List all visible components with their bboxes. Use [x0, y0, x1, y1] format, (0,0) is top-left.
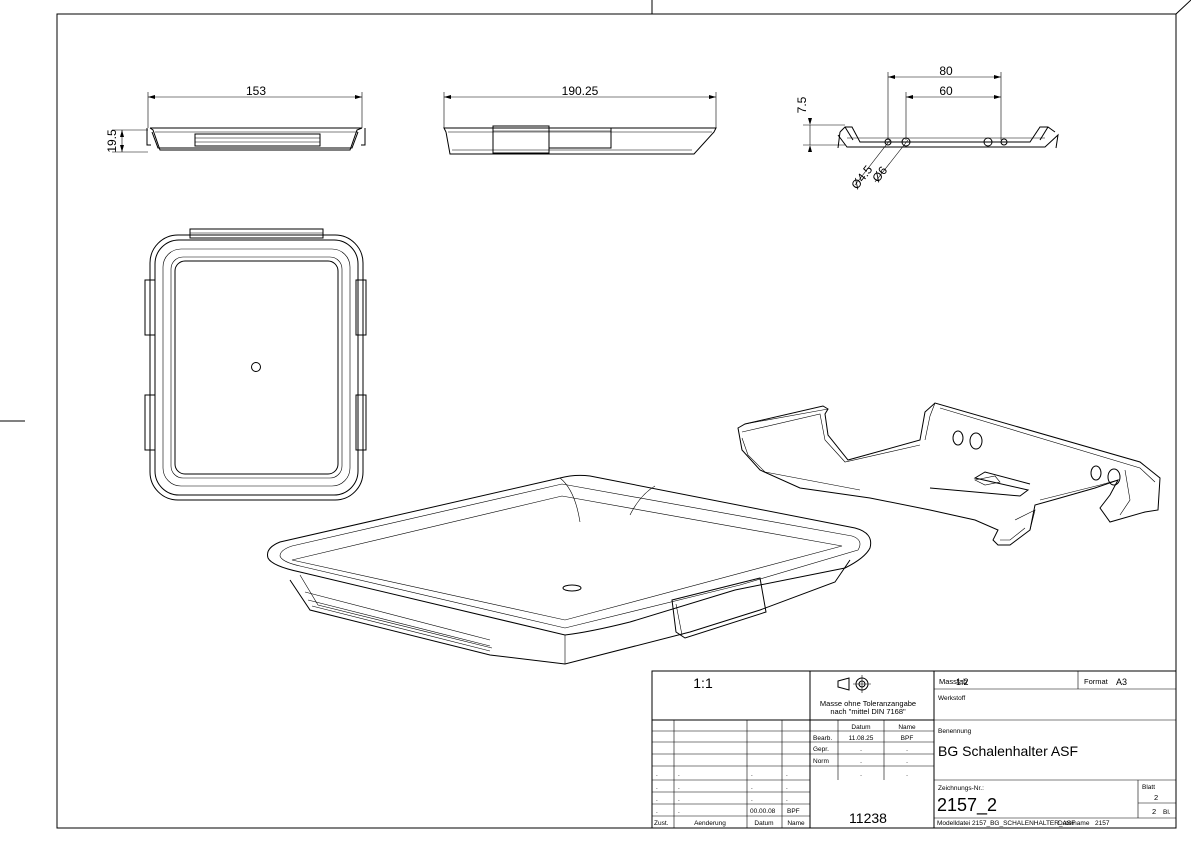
rev-row2-name: .: [786, 784, 788, 791]
rev-row3-name: .: [786, 796, 788, 803]
dim-front-width: 190.25: [562, 84, 599, 98]
rev-name: BPF: [787, 808, 800, 815]
blatt-unit: Bl.: [1163, 809, 1171, 816]
modell-label: Modelldatei: [937, 820, 970, 827]
name-footer: Name: [787, 820, 805, 827]
datum-footer: Datum: [754, 820, 773, 827]
modell-value: 2157_BG_SCHALENHALTER_ASF: [972, 820, 1075, 827]
format-value: A3: [1116, 677, 1127, 687]
title-block: 1:1 Masse ohne Toleranzangabe nach "mitt…: [651, 670, 1177, 829]
tolerance-note-line2: nach "mittel DIN 7168": [830, 707, 906, 716]
projection-symbol-icon: [837, 675, 871, 693]
dateiname-label: Dateiname: [1058, 820, 1090, 827]
massstab-value: 1:2: [956, 677, 969, 687]
rev-row2-aenderung: .: [678, 784, 680, 791]
extra-name: .: [906, 771, 908, 778]
benennung-value: BG Schalenhalter ASF: [938, 743, 1078, 759]
rev-row1-name: .: [786, 771, 788, 778]
werkstoff-label: Werkstoff: [938, 695, 965, 702]
blatt-label: Blatt: [1142, 784, 1155, 791]
rev-row2-zust: .: [656, 784, 658, 791]
name-header: Name: [898, 724, 916, 731]
gepr-date: .: [860, 746, 862, 753]
dim-side-width: 153: [246, 84, 266, 98]
rev-row3-aenderung: .: [678, 796, 680, 803]
datum-header: Datum: [851, 724, 870, 731]
scale-text: 1:1: [693, 675, 713, 691]
project-number: 11238: [849, 810, 887, 826]
rev-row4-aenderung: .: [678, 808, 680, 815]
rev-row1-zust: .: [656, 771, 658, 778]
side-view-tray: 153 19.5: [105, 84, 366, 153]
bearb-name: BPF: [901, 735, 914, 742]
dim-side-height: 19.5: [105, 129, 119, 153]
bearb-label: Bearb.: [813, 735, 832, 742]
top-view-tray: [144, 228, 367, 501]
dim-holder-inner: 60: [939, 84, 953, 98]
rev-row3-zust: .: [656, 796, 658, 803]
gepr-label: Gepr.: [813, 746, 829, 753]
norm-name: .: [906, 758, 908, 765]
dim-holder-outer: 80: [939, 64, 953, 78]
blatt-total: 2: [1152, 807, 1156, 816]
dim-holder-height: 7.5: [795, 96, 809, 113]
extra-date: .: [860, 771, 862, 778]
isometric-holder: [737, 402, 1161, 546]
rev-row1-datum: .: [751, 771, 753, 778]
isometric-tray: [267, 474, 872, 665]
zust-label: Zust.: [654, 820, 669, 827]
rev-date: 00.00.08: [750, 808, 776, 815]
format-label: Format: [1084, 677, 1109, 686]
benennung-label: Benennung: [938, 728, 972, 735]
front-view-tray: 190.25: [443, 84, 717, 155]
rev-row4-zust: .: [656, 808, 658, 815]
massstab-label: Masstab: [939, 677, 967, 686]
blatt-value: 2: [1154, 793, 1158, 802]
bearb-date: 11.08.25: [849, 735, 874, 742]
holder-side-view: 80 60 7.5 Ø4.5 Ø6: [795, 64, 1059, 192]
rev-row3-datum: .: [751, 796, 753, 803]
rev-row2-datum: .: [751, 784, 753, 791]
aenderung-label: Aenderung: [694, 820, 726, 827]
zeichnungs-value: 2157_2: [937, 795, 997, 816]
norm-label: Norm: [813, 758, 829, 765]
zeichnungs-label: Zeichnungs-Nr.:: [938, 785, 984, 792]
norm-date: .: [860, 758, 862, 765]
dateiname-value: 2157: [1095, 820, 1110, 827]
rev-row1-aenderung: .: [678, 771, 680, 778]
gepr-name: .: [906, 746, 908, 753]
tolerance-note-line1: Masse ohne Toleranzangabe: [820, 699, 916, 708]
